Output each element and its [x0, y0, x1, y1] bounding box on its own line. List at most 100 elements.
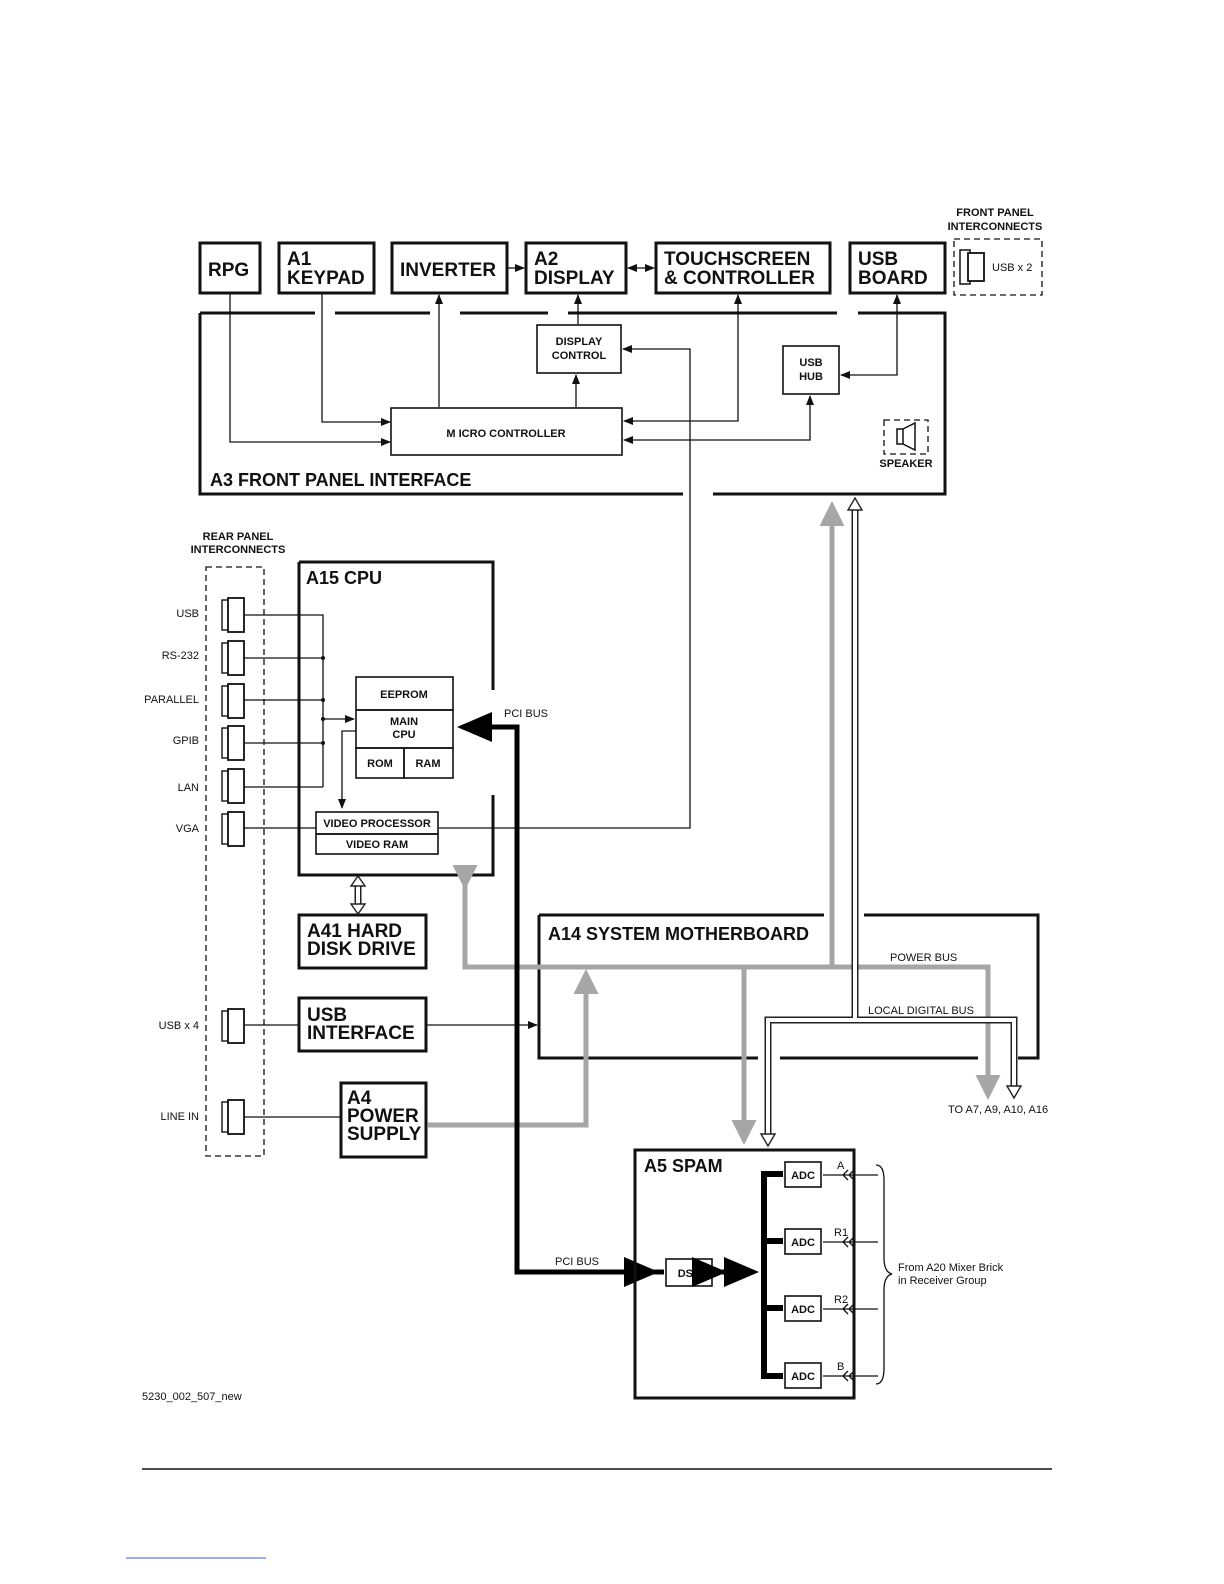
connector-icon — [227, 768, 245, 804]
usb-x2-label: USB x 2 — [992, 262, 1032, 274]
video-ram-label: VIDEO RAM — [346, 839, 408, 851]
a4-label-1: A4 — [347, 1088, 372, 1109]
front-panel-label-2: INTERCONNECTS — [948, 221, 1043, 233]
power-bus-label: POWER BUS — [890, 952, 957, 964]
display-control-label-2: CONTROL — [552, 350, 607, 362]
speaker-box — [883, 419, 929, 455]
a3-front-panel-interface: A3 FRONT PANEL INTERFACE DISPLAY CONTROL… — [198, 311, 947, 496]
usb-interface-box: USB INTERFACE — [297, 996, 428, 1053]
micro-controller-box — [390, 407, 623, 456]
rear-port-parallel: PARALLEL — [144, 683, 245, 719]
to-a7-label: TO A7, A9, A10, A16 — [948, 1104, 1048, 1116]
touchscreen-label-2: & CONTROLLER — [664, 268, 815, 289]
front-panel-label-1: FRONT PANEL — [956, 207, 1034, 219]
adc-label: ADC — [791, 1170, 815, 1182]
usb-board-label-2: BOARD — [858, 268, 928, 289]
touchscreen-label-1: TOUCHSCREEN — [664, 249, 810, 270]
rear-port-usb4: USB x 4 — [159, 1008, 245, 1044]
display-label-2: DISPLAY — [534, 268, 615, 289]
rear-port-lan: LAN — [178, 768, 245, 804]
a4-label-3: SUPPLY — [347, 1124, 422, 1145]
a1-keypad-box: A1 KEYPAD — [277, 241, 376, 295]
speaker-icon — [896, 421, 916, 452]
from-mixer-label-1: From A20 Mixer Brick — [898, 1262, 1004, 1274]
input-brace — [875, 1164, 893, 1385]
line-in-label: LINE IN — [160, 1111, 199, 1123]
usb-interface-label-2: INTERFACE — [307, 1023, 415, 1044]
display-label-1: A2 — [534, 249, 558, 270]
rom-label: ROM — [367, 758, 393, 770]
dsp-label: DSP — [678, 1268, 701, 1280]
main-cpu-label-2: CPU — [392, 729, 415, 741]
power-bus-lines — [428, 501, 1001, 1145]
usb-hub-label-1: USB — [799, 357, 822, 369]
adc-box-a — [784, 1161, 822, 1188]
usb-hub-box — [782, 345, 840, 395]
adc-box-r1 — [784, 1228, 822, 1255]
rear-port-label: GPIB — [173, 735, 199, 747]
speaker-label: SPEAKER — [879, 458, 932, 470]
adc-label: ADC — [791, 1304, 815, 1316]
rear-port-label: RS-232 — [162, 650, 199, 662]
input-label-r1: R1 — [834, 1227, 848, 1239]
connector-icon — [227, 597, 245, 633]
video-processor-label: VIDEO PROCESSOR — [323, 818, 431, 830]
front-panel-interconnects: FRONT PANEL INTERCONNECTS USB x 2 — [948, 207, 1043, 296]
rpg-label: RPG — [208, 260, 249, 281]
connector-icon — [227, 640, 245, 676]
a14-system-motherboard: A14 SYSTEM MOTHERBOARD POWER BUS LOCAL D… — [537, 913, 1048, 1116]
inverter-label: INVERTER — [400, 260, 496, 281]
a15-title: A15 CPU — [306, 568, 382, 588]
touchscreen-box: TOUCHSCREEN & CONTROLLER — [654, 241, 832, 295]
rear-port-label: USB — [176, 608, 199, 620]
input-label-b: B — [837, 1361, 844, 1373]
pci-bus-label-bottom: PCI BUS — [555, 1256, 599, 1268]
hdd-bus-arrow — [349, 874, 367, 916]
from-mixer-label-2: in Receiver Group — [898, 1275, 987, 1287]
local-digital-bus-label: LOCAL DIGITAL BUS — [868, 1005, 974, 1017]
a41-label-1: A41 HARD — [307, 921, 402, 942]
input-label-r2: R2 — [834, 1294, 848, 1306]
rear-port-usb: USB — [176, 597, 245, 633]
input-label-a: A — [837, 1160, 845, 1172]
eeprom-label: EEPROM — [380, 689, 428, 701]
micro-controller-label: M ICRO CONTROLLER — [446, 428, 565, 440]
a15-cpu: A15 CPU EEPROM MAIN CPU ROM RAM VIDEO PR… — [297, 560, 548, 877]
ram-box — [403, 747, 454, 779]
adc-box-r2 — [784, 1295, 822, 1322]
connector-icon — [227, 1099, 245, 1135]
rear-port-line-in: LINE IN — [160, 1099, 245, 1135]
usb-board-label-1: USB — [858, 249, 898, 270]
usb4-label: USB x 4 — [159, 1020, 199, 1032]
adc-box-b — [784, 1362, 822, 1389]
usb-hub-label-2: HUB — [799, 371, 823, 383]
rear-port-gpib: GPIB — [173, 725, 245, 761]
display-control-box — [536, 324, 622, 374]
rear-port-label: LAN — [178, 782, 199, 794]
main-cpu-label-1: MAIN — [390, 716, 418, 728]
a14-title: A14 SYSTEM MOTHERBOARD — [548, 924, 809, 944]
usb-board-box: USB BOARD — [848, 241, 947, 295]
a5-spam: A5 SPAM PCI BUS DSP ADC ADC ADC ADC A R1… — [555, 1148, 1004, 1400]
rear-panel-label-1: REAR PANEL — [203, 531, 274, 543]
a4-power-supply-box: A4 POWER SUPPLY — [339, 1081, 428, 1159]
keypad-label-1: A1 — [287, 249, 312, 270]
pci-bus-line — [457, 712, 664, 1287]
local-digital-bus-lines — [759, 496, 1023, 1148]
rear-port-label: PARALLEL — [144, 694, 199, 706]
a41-label-2: DISK DRIVE — [307, 939, 416, 960]
rear-port-rs232: RS-232 — [162, 640, 245, 676]
display-control-label-1: DISPLAY — [556, 336, 603, 348]
rear-panel-label-2: INTERCONNECTS — [191, 544, 286, 556]
rear-port-vga: VGA — [176, 811, 245, 847]
video-ram-box — [315, 833, 439, 855]
pci-bus-label-top: PCI BUS — [504, 708, 548, 720]
rpg-box: RPG — [198, 241, 262, 295]
connector-icon — [227, 725, 245, 761]
rear-panel-interconnects: REAR PANEL INTERCONNECTS — [191, 531, 286, 1157]
a4-label-2: POWER — [347, 1106, 419, 1127]
inverter-box: INVERTER — [390, 241, 509, 295]
usb-interface-label-1: USB — [307, 1005, 347, 1026]
a2-display-box: A2 DISPLAY — [524, 241, 628, 295]
